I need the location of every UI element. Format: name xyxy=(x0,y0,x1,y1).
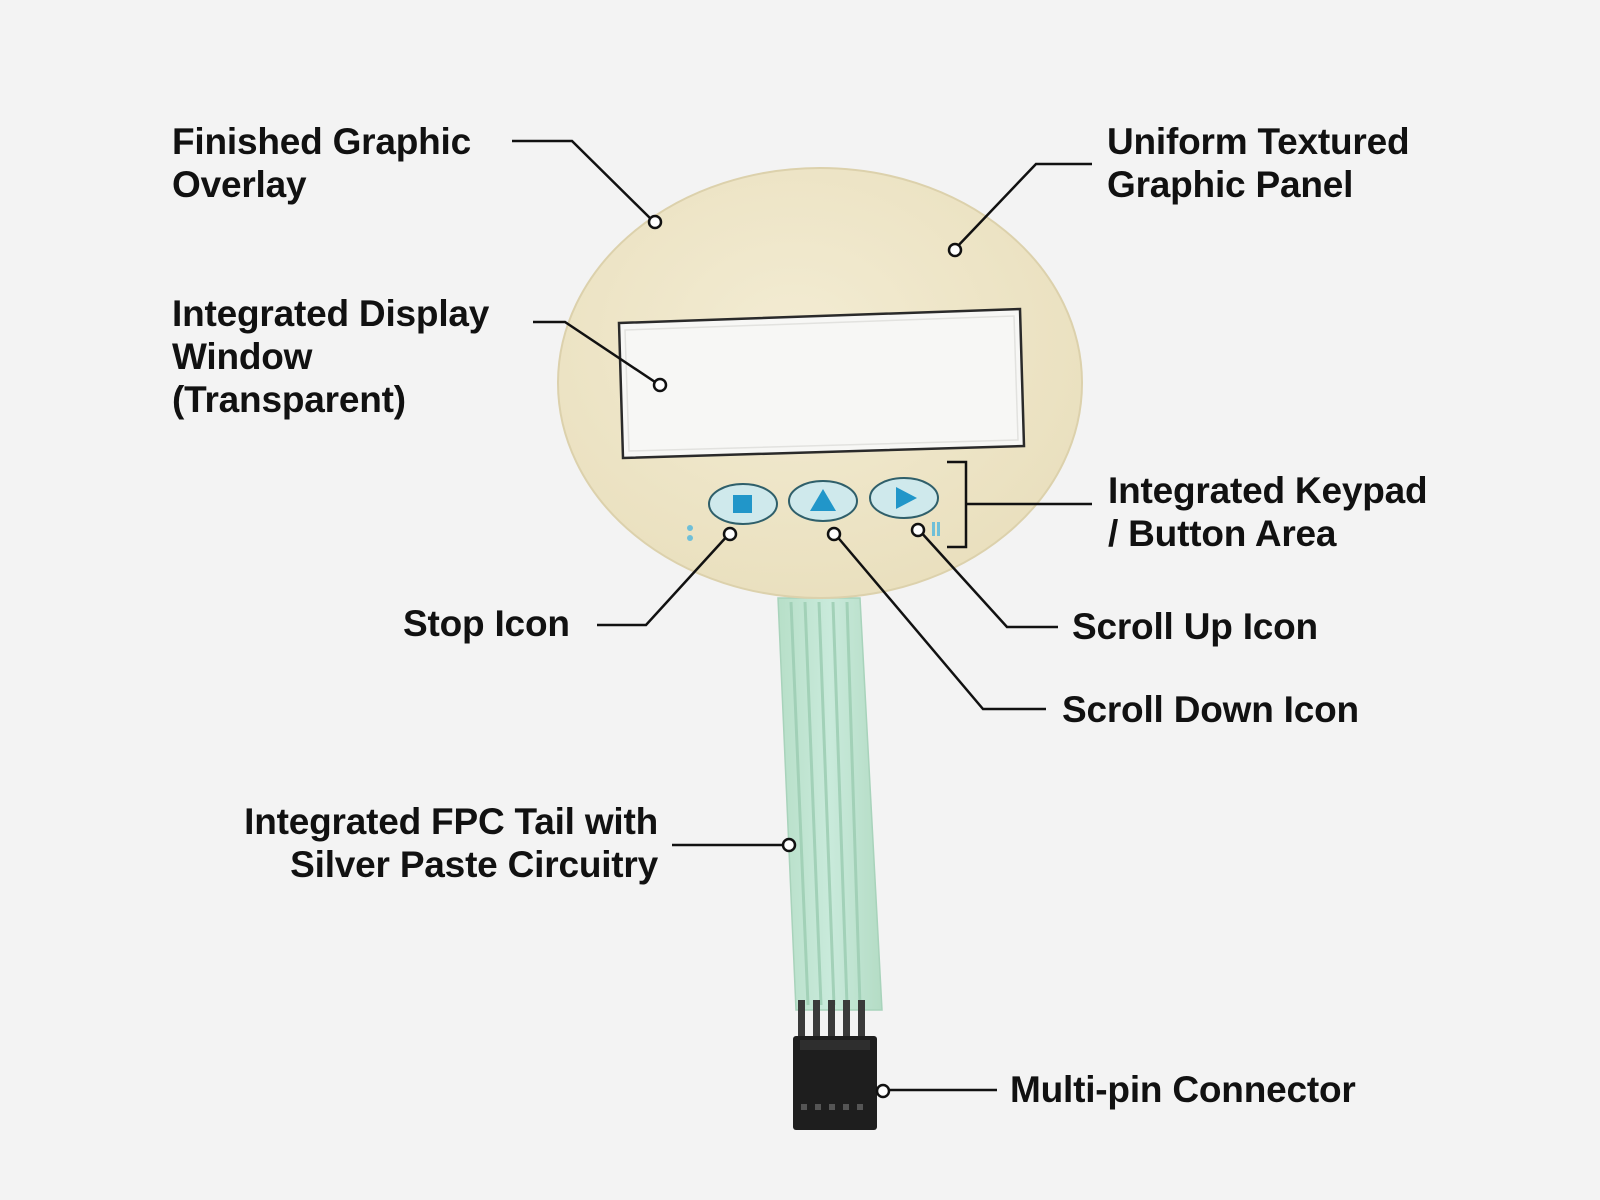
label-finished-graphic-overlay: Finished Graphic Overlay xyxy=(172,121,472,205)
label-multi-pin-connector: Multi-pin Connector xyxy=(1010,1069,1356,1110)
triangle-right-icon xyxy=(896,487,917,509)
label-scroll-up-icon: Scroll Up Icon xyxy=(1072,606,1318,647)
label-stop-icon: Stop Icon xyxy=(403,603,570,644)
triangle-up-icon xyxy=(810,489,836,511)
display-window xyxy=(617,307,1026,460)
label-integrated-fpc-tail: Integrated FPC Tail with Silver Paste Ci… xyxy=(244,801,658,885)
fpc-tail xyxy=(777,597,883,1011)
label-integrated-display-window: Integrated Display Window (Transparent) xyxy=(172,293,490,420)
scroll-down-button[interactable] xyxy=(788,480,858,522)
multi-pin-connector xyxy=(793,1000,877,1130)
leader-textured-panel xyxy=(954,162,1092,250)
stop-square-icon xyxy=(733,495,752,513)
keypad-buttons xyxy=(687,477,940,541)
leader-scroll-down-icon xyxy=(834,533,1046,711)
label-scroll-down-icon: Scroll Down Icon xyxy=(1062,689,1359,730)
label-integrated-keypad-button-area: Integrated Keypad / Button Area xyxy=(1108,470,1428,554)
silver-traces xyxy=(789,601,862,1006)
leader-stop-icon xyxy=(597,533,730,627)
leader-finished-overlay xyxy=(512,139,654,222)
leader-lines xyxy=(512,139,1092,1092)
scroll-up-button[interactable] xyxy=(869,477,939,519)
small-symbol-left-icon xyxy=(687,525,693,541)
leader-scroll-up-icon xyxy=(918,529,1058,629)
callout-dots xyxy=(647,214,963,1099)
stop-button[interactable] xyxy=(708,483,778,525)
label-uniform-textured-graphic-panel: Uniform Textured Graphic Panel xyxy=(1107,121,1410,205)
small-symbol-right-icon xyxy=(932,522,940,536)
leader-display-window xyxy=(533,320,659,386)
